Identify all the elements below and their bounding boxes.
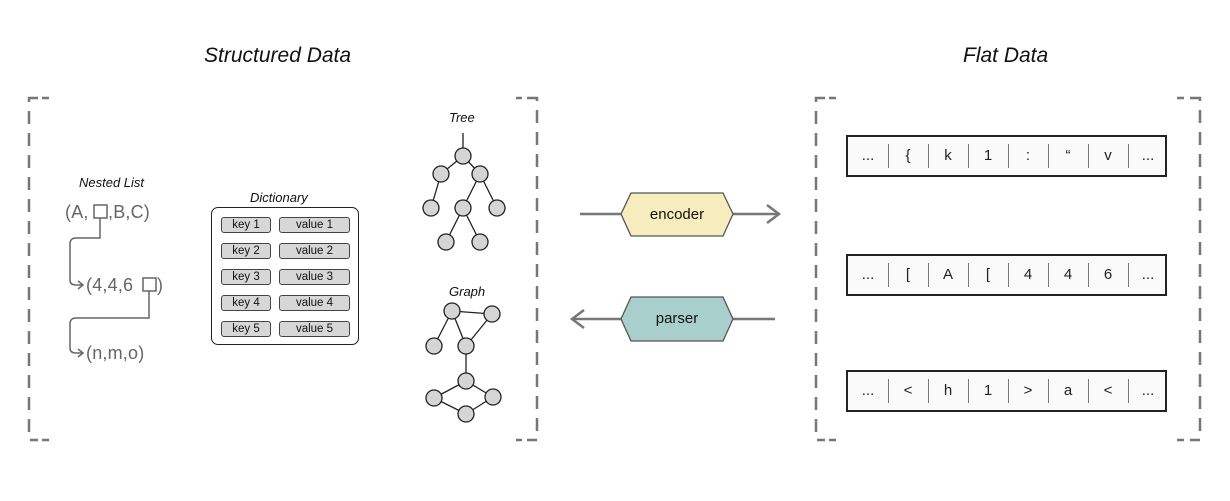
dict-key: key 5	[221, 321, 271, 337]
encoder-hexagon	[620, 192, 734, 237]
dict-value: value 5	[279, 321, 350, 337]
tree-diagram	[422, 133, 506, 251]
cell-separator	[1008, 263, 1009, 287]
nested-list-label: Nested List	[79, 175, 145, 190]
parser-label-box: parser	[621, 297, 733, 341]
flat-token-cell: [	[905, 266, 911, 283]
flat-token-cell: A	[942, 266, 953, 283]
flat-token-cell: 4	[1023, 266, 1033, 283]
flat-token-cell: 1	[983, 382, 993, 399]
dictionary-label: Dictionary	[250, 190, 308, 205]
cell-separator	[968, 144, 969, 168]
parser-arrow	[569, 309, 775, 329]
dict-row: key 3 value 3	[212, 269, 358, 285]
flat-token-cell: v	[1104, 147, 1112, 164]
encoder-label: encoder	[649, 206, 705, 223]
flat-token-cell: [	[985, 266, 991, 283]
cell-separator	[968, 263, 969, 287]
dict-key: key 3	[221, 269, 271, 285]
cell-separator	[968, 379, 969, 403]
dictionary-box: key 1 value 1 key 2 value 2 key 3 value …	[211, 207, 359, 345]
tree-label: Tree	[449, 110, 475, 125]
graph-label: Graph	[449, 284, 486, 299]
parser-hexagon	[620, 296, 734, 342]
cell-separator	[928, 263, 929, 287]
flat-strip-2: ... [ A [4 4 6...	[846, 254, 1167, 296]
flat-token-cell: >	[1023, 382, 1033, 399]
cell-separator	[1048, 144, 1049, 168]
cell-separator	[928, 144, 929, 168]
flat-token-cell: “	[1065, 147, 1071, 164]
flat-data-title: Flat Data	[963, 44, 1049, 67]
nested-line-2a: (4,4,6	[86, 275, 134, 295]
nested-line-2b: )	[157, 275, 164, 295]
flat-token-cell: k	[944, 147, 952, 164]
flat-token-cell: a	[1063, 382, 1073, 399]
dict-row: key 1 value 1	[212, 217, 358, 233]
cell-separator	[1088, 379, 1089, 403]
flat-token-cell: <	[1103, 382, 1113, 399]
flat-token-cell: ...	[1141, 147, 1155, 164]
parser-label: parser	[655, 310, 699, 327]
cell-separator	[928, 379, 929, 403]
flat-token-cell: ...	[861, 266, 875, 283]
flat-strip-3: ... < h 1 > a <...	[846, 370, 1167, 412]
cell-separator	[1128, 263, 1129, 287]
cell-separator	[1088, 144, 1089, 168]
flat-token-cell: h	[943, 382, 953, 399]
cell-separator	[1128, 144, 1129, 168]
flat-token-cell: ...	[1141, 382, 1155, 399]
nested-box-2	[142, 277, 157, 292]
flat-token-cell: {	[905, 147, 911, 164]
dict-key: key 4	[221, 295, 271, 311]
cell-separator	[1048, 263, 1049, 287]
dict-row: key 5 value 5	[212, 321, 358, 337]
cell-separator	[1088, 263, 1089, 287]
dict-value: value 1	[279, 217, 350, 233]
flat-bracket-frame	[814, 96, 1202, 442]
dict-row: key 4 value 4	[212, 295, 358, 311]
nested-line-1b: ,B,C)	[108, 202, 151, 222]
structured-data-title: Structured Data	[204, 44, 352, 67]
cell-separator	[1008, 144, 1009, 168]
encoder-arrow	[580, 204, 782, 224]
flat-strip-1: ... { k 1: “ v...	[846, 135, 1167, 177]
encoder-label-box: encoder	[621, 193, 733, 237]
nested-line-1a: (A,	[65, 202, 89, 222]
graph-diagram	[425, 302, 502, 423]
dict-value: value 3	[279, 269, 350, 285]
flat-token-cell: <	[903, 382, 913, 399]
dict-value: value 4	[279, 295, 350, 311]
flat-token-cell: 4	[1063, 266, 1073, 283]
nested-box-1	[93, 204, 108, 219]
flat-token-cell: ...	[861, 147, 875, 164]
flat-token-cell: ...	[861, 382, 875, 399]
cell-separator	[1048, 379, 1049, 403]
flat-token-cell: 6	[1103, 266, 1113, 283]
structured-bracket-frame	[27, 96, 539, 442]
cell-separator	[888, 144, 889, 168]
dict-value: value 2	[279, 243, 350, 259]
flat-token-cell: ...	[1141, 266, 1155, 283]
dict-key: key 2	[221, 243, 271, 259]
cell-separator	[1008, 379, 1009, 403]
cell-separator	[888, 379, 889, 403]
nested-list-connectors	[69, 204, 157, 358]
flat-token-cell: :	[1025, 147, 1031, 164]
flat-token-cell: 1	[983, 147, 993, 164]
dict-row: key 2 value 2	[212, 243, 358, 259]
cell-separator	[1128, 379, 1129, 403]
nested-line-3: (n,m,o)	[86, 343, 145, 363]
dict-key: key 1	[221, 217, 271, 233]
cell-separator	[888, 263, 889, 287]
